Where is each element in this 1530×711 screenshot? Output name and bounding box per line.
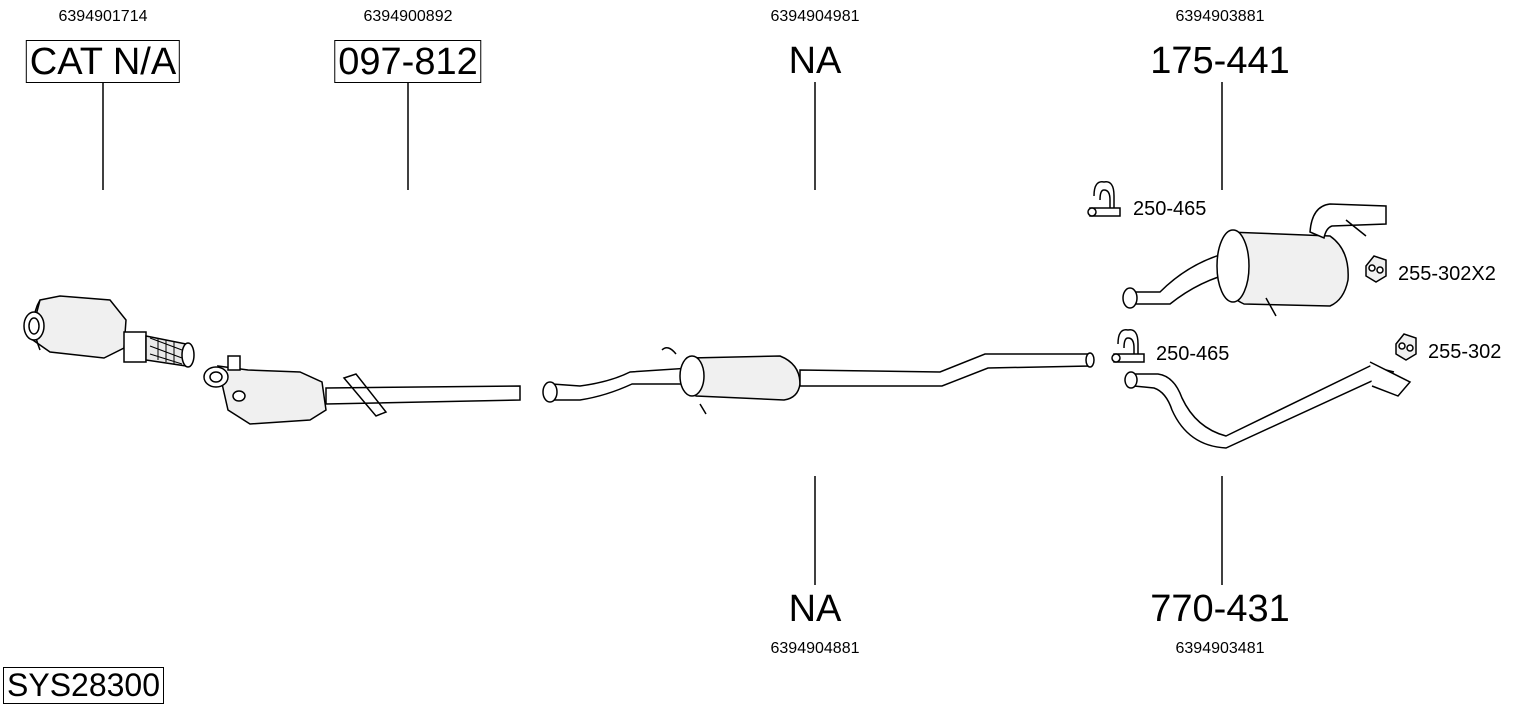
clamp-icon (1087, 181, 1121, 217)
part-code-catalyst[interactable]: CAT N/A (25, 40, 181, 83)
clamp-icon (1111, 329, 1145, 363)
oem-number-dpf: 6394900892 (363, 8, 453, 25)
rear-muffler (1122, 203, 1387, 317)
accessory-code-clamp-upper[interactable]: 250-465 (1133, 198, 1207, 220)
part-code-rear-muffler[interactable]: 175-441 (1150, 40, 1290, 82)
rubber-hanger-icon (1365, 255, 1387, 283)
accessory-code-hanger-lower[interactable]: 255-302 (1428, 341, 1502, 363)
oem-number-catalyst: 6394901714 (58, 8, 148, 25)
oem-number-tail-pipe: 6394903481 (1175, 640, 1265, 657)
diesel-particulate-filter (203, 355, 521, 425)
part-code-center-muffler[interactable]: NA (788, 588, 842, 630)
part-code-center-pipe[interactable]: NA (788, 40, 842, 82)
system-code: SYS28300 (3, 667, 165, 704)
center-pipe-with-muffler (542, 347, 1095, 415)
rubber-hanger-icon (1395, 333, 1417, 361)
oem-number-rear-muffler: 6394903881 (1175, 8, 1265, 25)
accessory-code-clamp-lower[interactable]: 250-465 (1156, 343, 1230, 365)
oem-number-center-pipe: 6394904981 (770, 8, 860, 25)
tail-pipe (1124, 361, 1412, 449)
part-code-tail-pipe[interactable]: 770-431 (1150, 588, 1290, 630)
accessory-code-hanger-upper[interactable]: 255-302X2 (1398, 263, 1496, 285)
catalytic-converter (23, 295, 195, 368)
oem-number-center-muffler: 6394904881 (770, 640, 860, 657)
